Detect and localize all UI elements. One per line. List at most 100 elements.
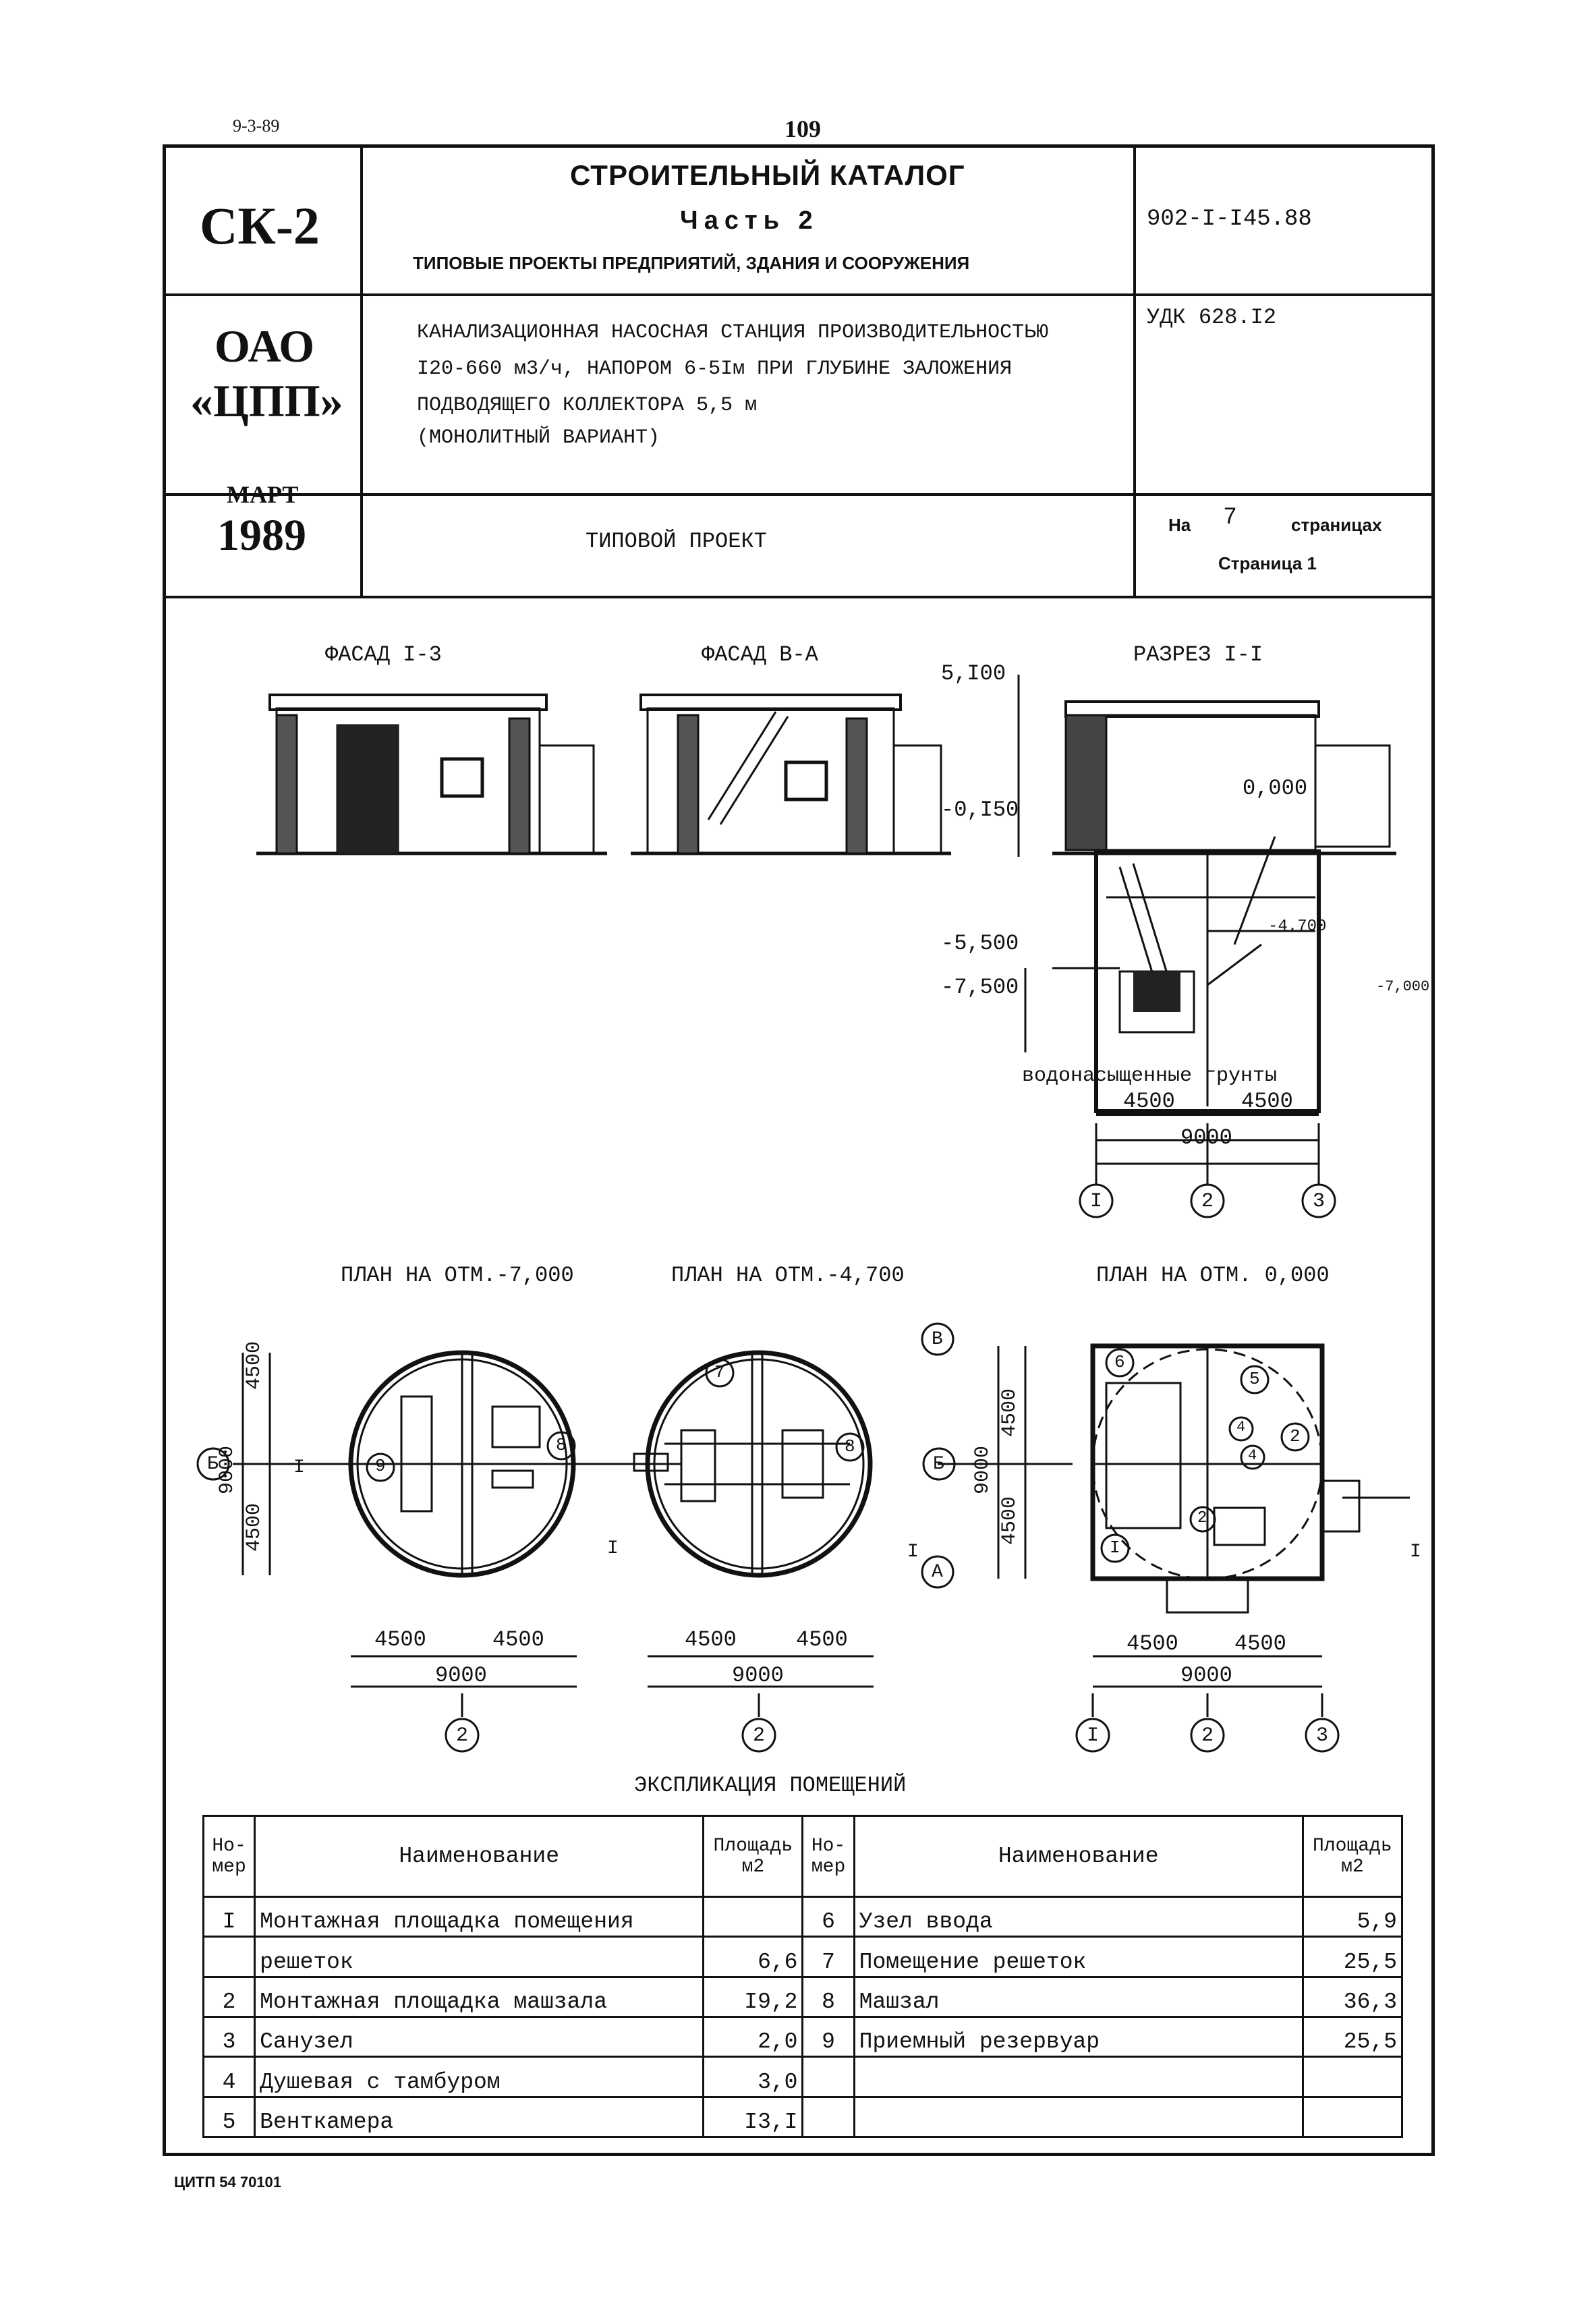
row-name: Душевая с тамбуром [254, 2056, 705, 2098]
axis-a-right: А [932, 1562, 943, 1583]
table-row: 5 Венткамера I3,I [202, 2095, 1404, 2139]
section-axis-3: 3 [1313, 1190, 1326, 1213]
explication-title: ЭКСПЛИКАЦИЯ ПОМЕЩЕНИЙ [634, 1773, 907, 1798]
plan-m7000-title: ПЛАН НА ОТМ.-7,000 [341, 1263, 574, 1288]
project-type: ТИПОВОЙ ПРОЕКТ [586, 529, 767, 554]
room-6-marker: 6 [1114, 1352, 1125, 1372]
header-area: Площадь м2 [702, 1815, 804, 1898]
row-area [1301, 2095, 1404, 2139]
project-code: 902-I-I45.88 [1147, 206, 1312, 232]
plan3-vdim-total: 9000 [971, 1445, 994, 1494]
header-num-2: Но-мер [801, 1815, 855, 1898]
row-num: 2 [202, 1975, 256, 2018]
page-label: Страница 1 [1218, 553, 1317, 573]
table-row: 2 Монтажная площадка машзала I9,2 8 Машз… [202, 1975, 1404, 2018]
elevation-0000: 0,000 [1243, 776, 1308, 801]
pages-prefix: На [1168, 515, 1191, 535]
row-name: Помещение решеток [853, 1936, 1304, 1978]
plan1-dim-right: 4500 [492, 1627, 544, 1652]
axis-b-right: Б [933, 1454, 944, 1475]
plan1-dim-total: 9000 [435, 1663, 487, 1688]
plan3-dim-total: 9000 [1180, 1663, 1232, 1688]
row-area: 5,9 [1301, 1895, 1404, 1938]
row-area: 2,0 [702, 2015, 804, 2058]
row-num: I [202, 1895, 256, 1938]
plan1-vdim-top: 4500 [243, 1341, 266, 1390]
header-area-2: Площадь м2 [1301, 1815, 1404, 1898]
issue-month: МАРТ [227, 481, 299, 508]
section-mark-3: I [907, 1542, 919, 1562]
room-7-marker: 7 [714, 1362, 725, 1382]
water-soils-label: водонасыщенные грунты [1022, 1065, 1278, 1088]
elevation-m7500: -7,500 [941, 975, 1019, 1000]
room-9-marker: 9 [375, 1456, 386, 1476]
plan3-vdim-top: 4500 [998, 1388, 1021, 1437]
row-name [853, 2056, 1304, 2098]
row-num: 8 [801, 1975, 855, 2018]
row-name: Машзал [853, 1975, 1304, 2018]
table-row: I Монтажная площадка помещения 6 Узел вв… [202, 1895, 1404, 1938]
row-num: 5 [202, 2095, 256, 2139]
section-axis-1: I [1090, 1190, 1103, 1213]
elevation-5100: 5,I00 [941, 661, 1006, 686]
row-name: Венткамера [254, 2095, 705, 2139]
header-name: Наименование [254, 1815, 705, 1898]
row-name: Монтажная площадка машзала [254, 1975, 705, 2018]
plan3-vdim-bottom: 4500 [998, 1496, 1021, 1545]
plan3-dim-left: 4500 [1127, 1631, 1178, 1656]
plan3-axis-2: 2 [1201, 1724, 1214, 1747]
plan1-axis-2: 2 [456, 1724, 469, 1747]
facade-v-a-title: ФАСАД В-А [702, 642, 818, 667]
section-mark-4: I [1410, 1542, 1421, 1562]
catalog-subtitle: ТИПОВЫЕ ПРОЕКТЫ ПРЕДПРИЯТИЙ, ЗДАНИЯ И СО… [413, 253, 970, 273]
explication-table: Но-мер Наименование Площадь м2 Но-мер На… [202, 1815, 1404, 2139]
room-1-marker: I [1110, 1538, 1120, 1558]
elevation-m4700: -4.700 [1268, 918, 1327, 936]
room-2-marker: 2 [1290, 1426, 1301, 1446]
plan-m4700-title: ПЛАН НА ОТМ.-4,700 [671, 1263, 905, 1288]
row-area: 6,6 [702, 1936, 804, 1978]
table-row: 4 Душевая с тамбуром 3,0 [202, 2056, 1404, 2098]
row-area: 25,5 [1301, 1936, 1404, 1978]
row-name: Узел ввода [853, 1895, 1304, 1938]
section-mark-1: I [293, 1457, 305, 1478]
section-dim-right: 4500 [1241, 1089, 1293, 1114]
plan2-dim-right: 4500 [796, 1627, 848, 1652]
udk-code: УДК 628.I2 [1147, 305, 1277, 330]
row-area: 25,5 [1301, 2015, 1404, 2058]
plan-m7000-drawing [233, 1350, 681, 1578]
section-1-1-title: РАЗРЕЗ I-I [1133, 642, 1263, 667]
row-num: 4 [202, 2056, 256, 2098]
plan1-vdim-total: 9000 [216, 1445, 239, 1494]
room-2-marker-2: 2 [1197, 1509, 1207, 1527]
plan2-axis-2: 2 [753, 1724, 766, 1747]
plan-0000-drawing [938, 1343, 1410, 1614]
org-name: ОАО [215, 320, 315, 372]
section-mark-2: I [607, 1538, 619, 1559]
room-4-marker: 4 [1236, 1419, 1246, 1436]
row-num: 3 [202, 2015, 256, 2058]
description-line-1: КАНАЛИЗАЦИОННАЯ НАСОСНАЯ СТАНЦИЯ ПРОИЗВО… [417, 321, 1049, 344]
facade-v-a-drawing [631, 694, 951, 855]
row-name: Приемный резервуар [853, 2015, 1304, 2058]
row-num [801, 2056, 855, 2098]
section-axis-2: 2 [1201, 1190, 1214, 1213]
axis-v-right: В [932, 1329, 943, 1350]
pages-cell [1133, 493, 1435, 598]
page-number: 109 [785, 115, 821, 142]
room-5-marker: 5 [1249, 1369, 1260, 1389]
pages-count: 7 [1224, 503, 1236, 529]
plan3-axis-1: I [1087, 1724, 1100, 1747]
room-4-marker-2: 4 [1248, 1447, 1257, 1464]
table-row: решеток 6,6 7 Помещение решеток 25,5 [202, 1936, 1404, 1978]
plan1-dim-left: 4500 [374, 1627, 426, 1652]
row-area: 36,3 [1301, 1975, 1404, 2018]
axis-b-left: Б [207, 1454, 219, 1475]
top-code: 9-3-89 [233, 116, 280, 136]
plan2-dim-total: 9000 [732, 1663, 784, 1688]
elevation-m0150: -0,I50 [941, 797, 1019, 822]
room-8-marker: 8 [556, 1435, 567, 1455]
org-name-2: «ЦПП» [190, 375, 343, 426]
issue-year: 1989 [217, 511, 306, 560]
series-code: СК-2 [200, 196, 320, 255]
